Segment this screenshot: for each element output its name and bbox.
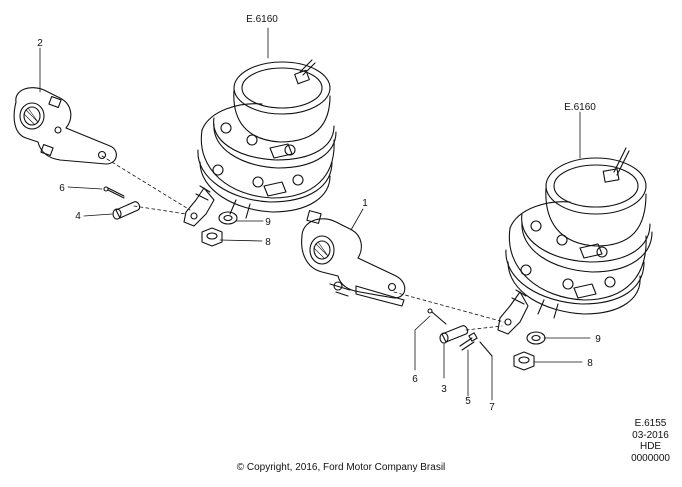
callout-2: 2: [37, 38, 43, 49]
figure-date: 03-2016: [632, 429, 669, 441]
brake-chamber-right: [497, 147, 653, 335]
leader-lines: [39, 27, 591, 401]
callout-6-left: 6: [59, 183, 65, 194]
callout-4: 4: [75, 211, 81, 222]
callout-8-right: 8: [587, 358, 593, 369]
washer-left: [218, 211, 238, 225]
figure-number: 0000000: [631, 452, 670, 464]
figure-region: HDE: [639, 441, 662, 452]
cotter-pin-right: [427, 308, 447, 325]
callout-8-left: 8: [265, 237, 271, 248]
washer-right: [526, 331, 546, 345]
callout-7: 7: [489, 402, 495, 413]
callout-9-left: 9: [265, 217, 271, 228]
nut-right: [513, 351, 535, 371]
clevis-pin-left: [112, 201, 141, 220]
nut-left: [201, 227, 223, 247]
callout-e6160-right: E.6160: [564, 102, 596, 113]
callout-5: 5: [465, 396, 471, 407]
brake-chamber-left: [183, 59, 337, 227]
alignment-lines: [101, 155, 505, 331]
callout-e6160-left: E.6160: [246, 14, 278, 25]
callout-9-right: 9: [595, 334, 601, 345]
bolt-right: [459, 332, 478, 351]
callout-3: 3: [441, 384, 447, 395]
copyright-notice: © Copyright, 2016, Ford Motor Company Br…: [236, 462, 446, 473]
slack-adjuster-right: [301, 210, 406, 307]
callout-6-right: 6: [412, 374, 418, 385]
figure-metadata: E.6155 03-2016 HDE 0000000: [631, 418, 670, 464]
clevis-pin-right: [439, 325, 469, 344]
callout-1: 1: [362, 198, 368, 209]
cotter-pin-left: [103, 186, 125, 199]
figure-code: E.6155: [634, 418, 667, 429]
slack-adjuster-left: [13, 87, 117, 165]
pin-right: [479, 341, 493, 357]
